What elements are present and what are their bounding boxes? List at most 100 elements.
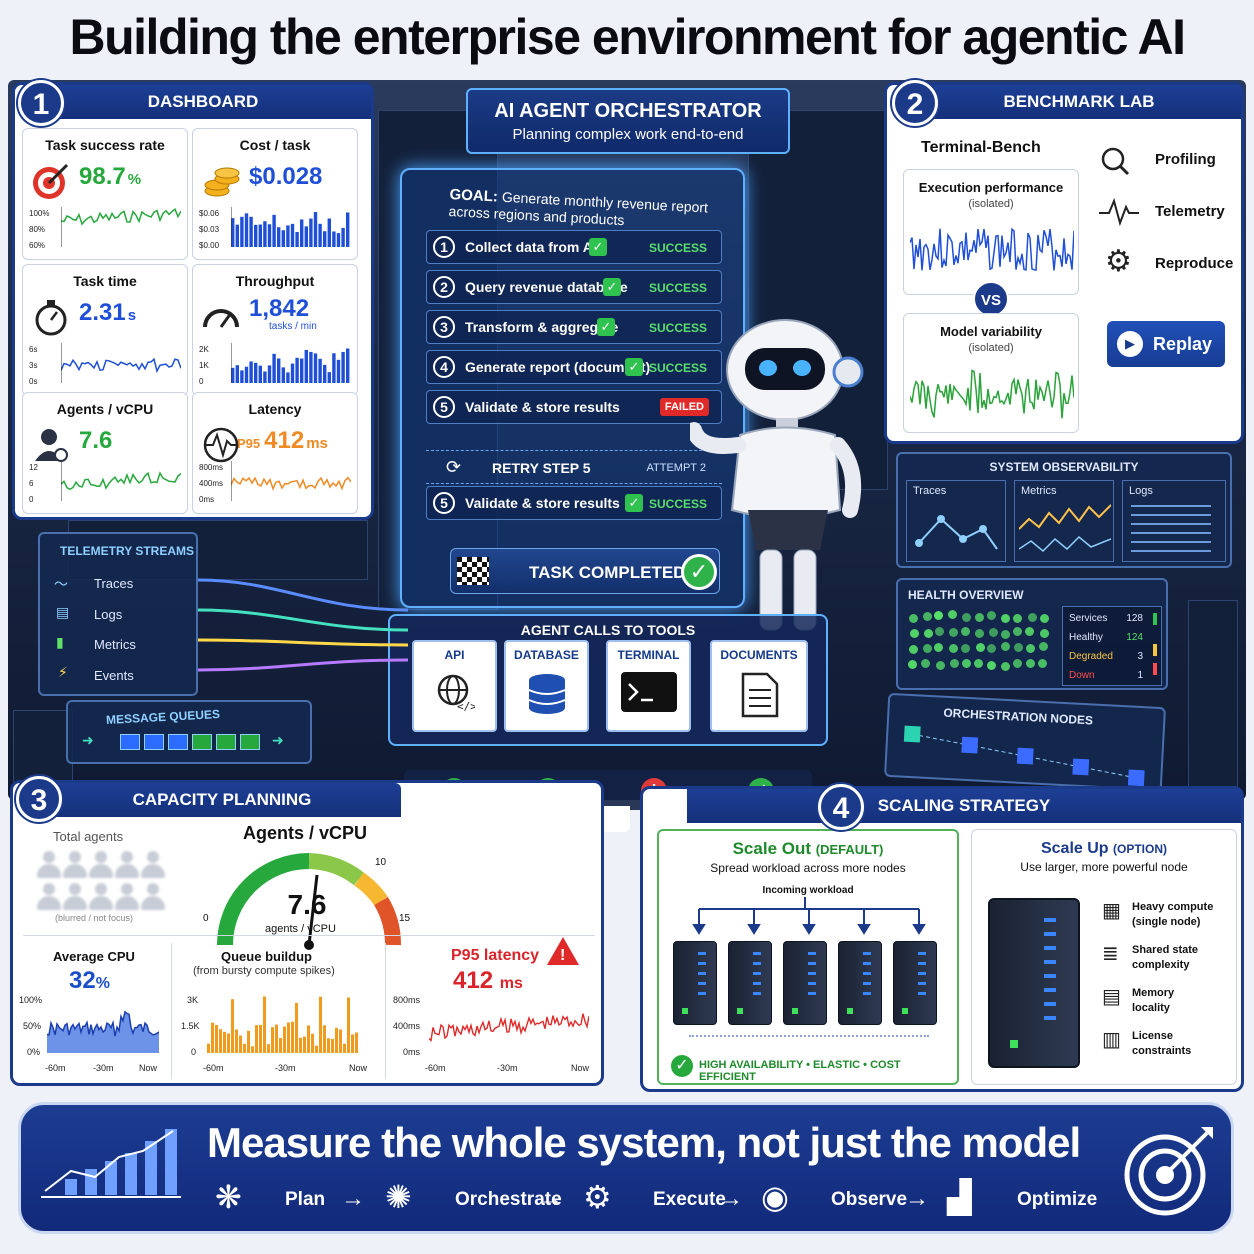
lightning-icon: ⚡: [58, 664, 68, 680]
speedometer-icon: [201, 297, 241, 337]
metric-title: Task success rate: [45, 137, 165, 153]
execution-waveform: [910, 227, 1074, 272]
sparkline: [231, 343, 350, 383]
status-led: [847, 1008, 853, 1014]
tool-card-api: API</>: [412, 640, 497, 732]
health-value: 128: [1126, 613, 1143, 624]
latency-value: 412 ms: [453, 967, 523, 994]
health-dot: [934, 642, 944, 652]
axis-label: -60m: [203, 1063, 224, 1073]
health-dot: [1000, 629, 1010, 639]
check-icon: ✓: [603, 278, 621, 296]
vs-badge: VS: [973, 281, 1009, 317]
growth-chart-icon: [41, 1129, 181, 1198]
benchmark-header: BENCHMARK LAB: [917, 85, 1241, 119]
axis-label: Now: [571, 1063, 590, 1073]
telemetry-item: Metrics: [94, 637, 136, 652]
axis-label: 0s: [29, 377, 38, 386]
warning-icon: [547, 937, 579, 965]
health-dot: [1039, 613, 1049, 623]
server-lights: [863, 952, 871, 1002]
scaling-panel: SCALING STRATEGY Scale Out (DEFAULT) Spr…: [640, 786, 1244, 1092]
scale-up-item-sub: (single node): [1132, 916, 1201, 928]
scale-up-box: Scale Up (OPTION) Use larger, more power…: [971, 829, 1237, 1085]
axis-label: 0ms: [403, 1047, 421, 1057]
health-label: Down: [1069, 670, 1095, 681]
orchestrator-subtitle: Planning complex work end-to-end: [512, 126, 744, 143]
sparkline: [231, 461, 351, 501]
axis-label: 50%: [23, 1021, 42, 1031]
tool-card-terminal: TERMINAL: [606, 640, 691, 732]
step-text: Validate & store results: [465, 495, 620, 511]
replay-label: Replay: [1153, 334, 1213, 354]
scale-out-box: Scale Out (DEFAULT) Spread workload acro…: [657, 829, 959, 1085]
traces-pane: Traces: [906, 480, 1006, 562]
envelope-icon: [168, 734, 188, 750]
queue-chart: [207, 996, 358, 1053]
server-lights: [918, 952, 926, 1002]
queues-title: MESSAGE QUEUES: [105, 707, 221, 727]
step-status: SUCCESS: [648, 321, 707, 335]
metric-value: $0.028: [249, 163, 323, 190]
status-led: [737, 1008, 743, 1014]
health-dot: [961, 627, 971, 637]
person-body: [63, 896, 87, 910]
telemetry-panel: TELEMETRY STREAMS 〜 Traces ▤ Logs ▮ Metr…: [38, 532, 198, 696]
execution-sub: (isolated): [968, 198, 1014, 210]
goal-text: GOAL: Generate monthly revenue report ac…: [448, 186, 739, 235]
coins-icon: [201, 161, 241, 201]
health-dot: [908, 660, 918, 670]
arrow-icon: ➜: [82, 732, 94, 748]
stream-lines: [198, 578, 408, 672]
memory-icon: ▤: [1102, 986, 1121, 1008]
health-label: Healthy: [1069, 632, 1103, 643]
scale-up-item: Heavy compute: [1132, 901, 1214, 913]
health-dot: [923, 643, 933, 653]
document-icon: [712, 672, 806, 723]
step-text: Validate & store results: [465, 399, 620, 415]
observability-panel: SYSTEM OBSERVABILITY Traces Metrics Logs: [896, 452, 1232, 568]
metric-value: 1,842: [249, 295, 310, 322]
health-bar: [1153, 613, 1157, 625]
step-text: Transform & aggregate: [465, 319, 619, 335]
axis-label: 0: [199, 377, 204, 386]
health-grid: [908, 610, 1058, 680]
reproduce-label: Reproduce: [1155, 255, 1234, 272]
person-icon: [69, 851, 81, 863]
logs-pane: Logs: [1122, 480, 1226, 562]
observability-title: SYSTEM OBSERVABILITY: [989, 460, 1139, 474]
axis-label: 0ms: [199, 495, 215, 504]
gauge-title: Agents / vCPU: [243, 823, 368, 843]
scale-up-item: License: [1132, 1030, 1173, 1042]
replay-button[interactable]: ▶ Replay: [1107, 321, 1225, 367]
sparkline: [61, 207, 181, 247]
dashboard-header: DASHBOARD: [35, 85, 371, 119]
telemetry-item: Logs: [94, 607, 123, 622]
health-dot: [910, 628, 920, 638]
svg-text:</>: </>: [457, 700, 475, 712]
checkered-flag-icon: [457, 557, 489, 585]
blurred-note: (blurred / not focus): [55, 913, 134, 923]
retry-row: ⟳ RETRY STEP 5 ATTEMPT 2: [426, 450, 722, 484]
health-dot: [923, 628, 933, 638]
cpu-chip-icon: ▦: [1102, 900, 1121, 922]
retry-label: RETRY STEP 5: [492, 460, 591, 476]
axis-label: 80%: [29, 225, 46, 234]
page-title: Building the enterprise environment for …: [69, 9, 1186, 65]
arrow-right-icon: →: [905, 1185, 929, 1212]
status-led: [682, 1008, 688, 1014]
health-dot: [962, 659, 972, 669]
incoming-label: Incoming workload: [762, 885, 854, 896]
gear-icon: ⚙: [1105, 245, 1132, 278]
footer-tagline: Measure the whole system, not just the m…: [207, 1119, 1081, 1166]
flow-step: Optimize: [1017, 1189, 1098, 1210]
axis-label: 0: [191, 1047, 197, 1057]
stopwatch-icon: [31, 297, 71, 337]
tool-card-documents: DOCUMENTS: [710, 640, 808, 732]
telemetry-item: Traces: [94, 576, 134, 591]
health-dot: [960, 644, 970, 654]
step-number: 4: [433, 356, 455, 378]
